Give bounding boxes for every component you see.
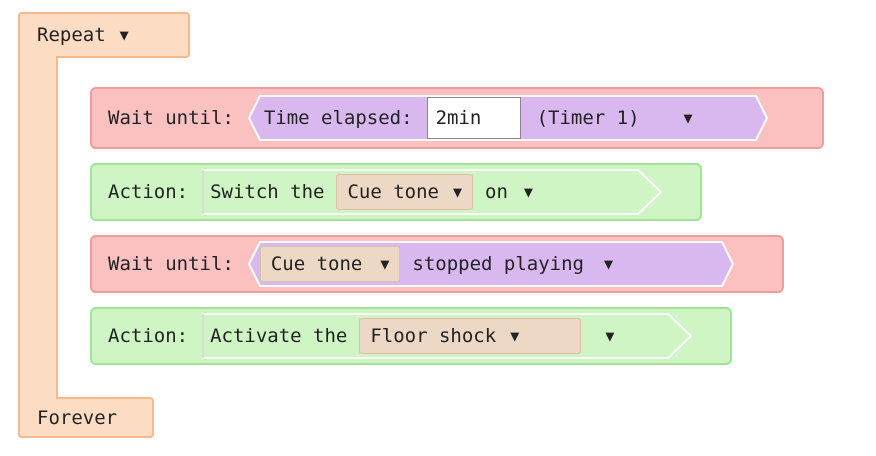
device-dropdown-icon: ▼ [380,255,390,273]
action-dropdown-icon[interactable]: ▼ [605,327,615,345]
loop-seam [20,392,56,400]
device-name: Floor shock [370,325,497,347]
action-label: Action: [108,181,189,203]
device-name: Cue tone [270,253,363,275]
event-dropdown-icon[interactable]: ▼ [603,255,614,273]
timer-dropdown-icon[interactable]: ▼ [683,109,693,127]
action-label: Action: [108,325,189,347]
wait-until-label: Wait until: [108,107,234,129]
time-value-input[interactable]: 2min [426,97,521,139]
event-name: stopped playing [412,253,584,275]
repeat-block[interactable]: Repeat ▼ [18,12,190,58]
activate-prefix: Activate the [210,325,348,347]
repeat-loop-bar [18,12,58,438]
device-name: Cue tone [347,181,439,203]
forever-block[interactable]: Forever [18,397,154,438]
time-elapsed-condition[interactable]: Time elapsed: 2min (Timer 1) ▼ [247,95,768,141]
activate-action-shape[interactable]: Activate the Floor shock ▼ ▼ [202,313,693,359]
switch-state: on [485,181,508,203]
wait-until-block-timer[interactable]: Wait until: Time elapsed: 2min (Timer 1)… [90,87,824,149]
action-block-activate[interactable]: Action: Activate the Floor shock ▼ ▼ [90,307,732,365]
device-dropdown-cue-tone[interactable]: Cue tone ▼ [336,174,474,210]
loop-seam [20,54,56,62]
switch-prefix: Switch the [210,181,325,203]
repeat-dropdown-icon[interactable]: ▼ [119,26,129,44]
time-elapsed-label: Time elapsed: [263,107,413,129]
stopped-playing-condition[interactable]: Cue tone ▼ stopped playing ▼ [247,241,734,287]
action-block-switch[interactable]: Action: Switch the Cue tone ▼ on ▼ [90,163,702,221]
forever-label: Forever [37,406,118,429]
wait-until-block-cue[interactable]: Wait until: Cue tone ▼ stopped playing ▼ [90,235,784,293]
state-dropdown-icon[interactable]: ▼ [523,183,533,201]
repeat-label: Repeat [37,24,106,46]
timer-name: (Timer 1) [536,107,640,129]
time-value: 2min [435,107,482,129]
device-dropdown-floor-shock[interactable]: Floor shock ▼ [359,318,582,354]
device-dropdown-icon: ▼ [510,327,520,345]
device-dropdown-cue-tone[interactable]: Cue tone ▼ [259,246,401,282]
device-dropdown-icon: ▼ [452,183,463,201]
wait-until-label: Wait until: [108,253,234,275]
switch-action-shape[interactable]: Switch the Cue tone ▼ on ▼ [202,169,663,215]
